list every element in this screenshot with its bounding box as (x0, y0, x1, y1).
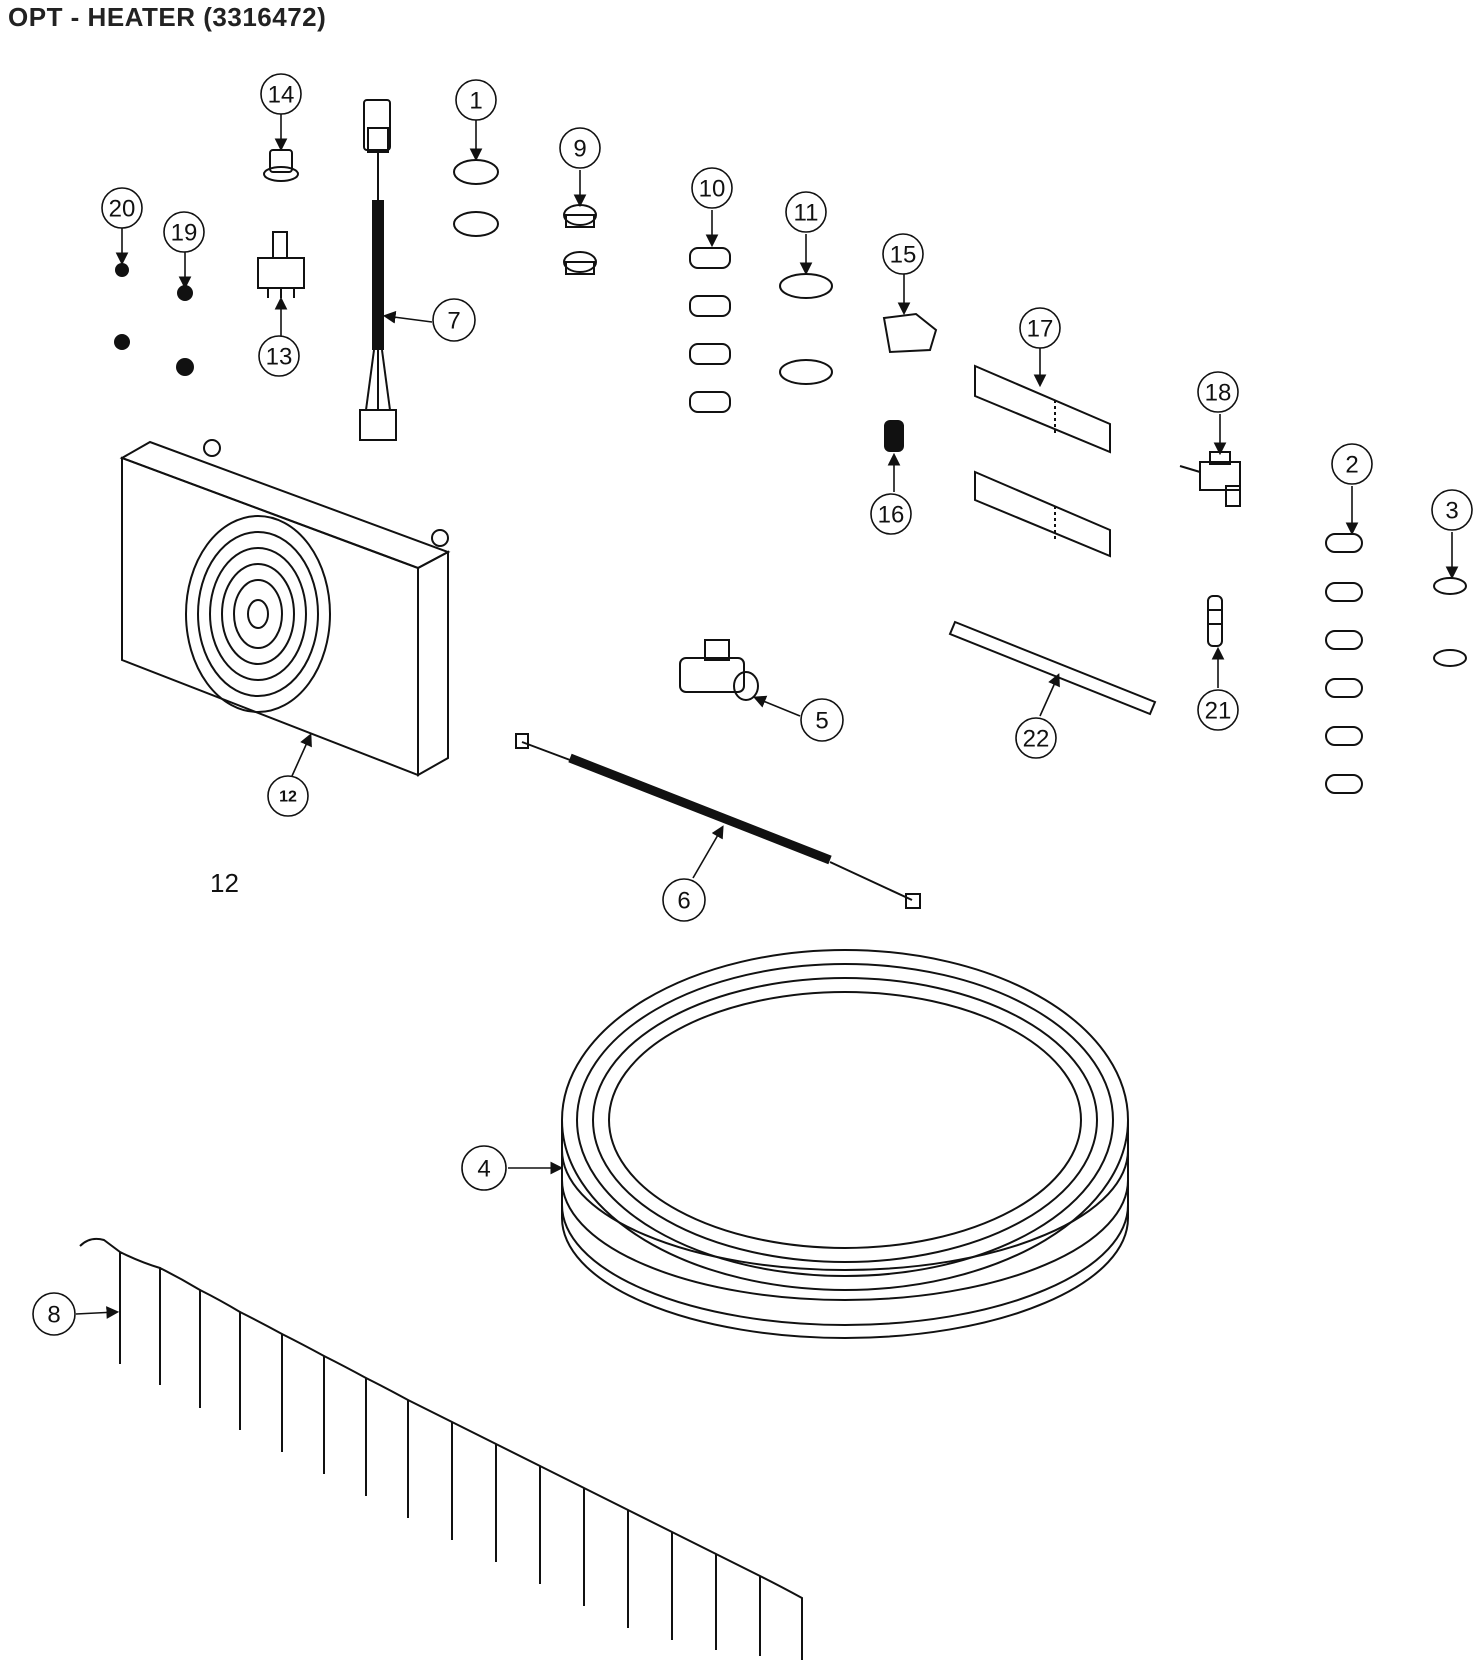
callout-5: 5 (800, 698, 844, 742)
callout-14: 14 (260, 73, 302, 115)
svg-text:18: 18 (1205, 380, 1232, 407)
part-19-nuts (176, 285, 194, 376)
callout-7: 7 (432, 298, 476, 342)
page-title: OPT - HEATER (3316472) (8, 2, 327, 32)
part-6-cable (515, 733, 921, 909)
svg-text:9: 9 (573, 136, 586, 163)
callout-1: 1 (455, 79, 497, 121)
part-15-fitting (882, 312, 938, 354)
callout-3: 3 (1431, 489, 1473, 531)
callout-10: 10 (691, 167, 733, 209)
callout-21: 21 (1197, 689, 1239, 731)
part-7-wire-harness (359, 99, 397, 441)
svg-text:14: 14 (268, 82, 295, 109)
svg-text:8: 8 (47, 1302, 60, 1329)
part-12-heater-unit (119, 439, 451, 777)
part-4-tube-coil (561, 949, 1129, 1339)
svg-text:10: 10 (699, 176, 726, 203)
part-1-grommets (453, 159, 499, 237)
svg-text:12: 12 (279, 789, 297, 806)
callout-6: 6 (662, 878, 706, 922)
callout-8: 8 (32, 1292, 76, 1336)
part-22-strip (948, 620, 1157, 716)
part-3-washers (1433, 577, 1467, 667)
callout-19: 19 (163, 211, 205, 253)
svg-text:1: 1 (469, 88, 482, 115)
part-8-heating-wire (79, 1237, 803, 1660)
svg-text:2: 2 (1345, 452, 1358, 479)
callout-22: 22 (1015, 717, 1057, 759)
svg-text:6: 6 (677, 888, 690, 915)
svg-text:22: 22 (1023, 726, 1050, 753)
part-16-connector (884, 420, 904, 452)
svg-text:20: 20 (109, 196, 136, 223)
part-2-o-rings (1325, 533, 1363, 794)
callout-4: 4 (461, 1145, 507, 1191)
part-13-switch (257, 231, 305, 298)
part-14-knob (263, 149, 299, 182)
callout-9: 9 (559, 127, 601, 169)
part-17-labels (974, 364, 1111, 558)
figure-label: 12 (210, 868, 239, 898)
part-21-valve-stem (1207, 595, 1223, 647)
part-10-clips (689, 247, 731, 413)
leader-lines (75, 112, 1459, 1319)
svg-text:5: 5 (815, 708, 828, 735)
svg-text:7: 7 (447, 308, 460, 335)
part-9-grommets (563, 204, 597, 275)
callout-12: 12 (267, 775, 309, 817)
callout-11: 11 (785, 191, 827, 233)
callout-20: 20 (101, 187, 143, 229)
callout-13: 13 (258, 335, 300, 377)
callout-17: 17 (1019, 307, 1061, 349)
part-20-nuts (114, 263, 130, 350)
svg-text:17: 17 (1027, 316, 1054, 343)
svg-text:11: 11 (794, 200, 819, 227)
part-5-tee-fitting (679, 639, 759, 701)
svg-text:4: 4 (477, 1156, 490, 1183)
part-11-hose-clamps (779, 273, 833, 385)
callout-18: 18 (1197, 371, 1239, 413)
svg-text:15: 15 (890, 242, 917, 269)
part-18-valve (1179, 451, 1241, 507)
callout-16: 16 (870, 493, 912, 535)
svg-text:3: 3 (1445, 498, 1458, 525)
callout-15: 15 (882, 233, 924, 275)
callout-2: 2 (1331, 443, 1373, 485)
svg-text:13: 13 (266, 344, 293, 371)
svg-text:19: 19 (171, 220, 198, 247)
svg-text:21: 21 (1205, 698, 1232, 725)
svg-text:16: 16 (878, 502, 905, 529)
